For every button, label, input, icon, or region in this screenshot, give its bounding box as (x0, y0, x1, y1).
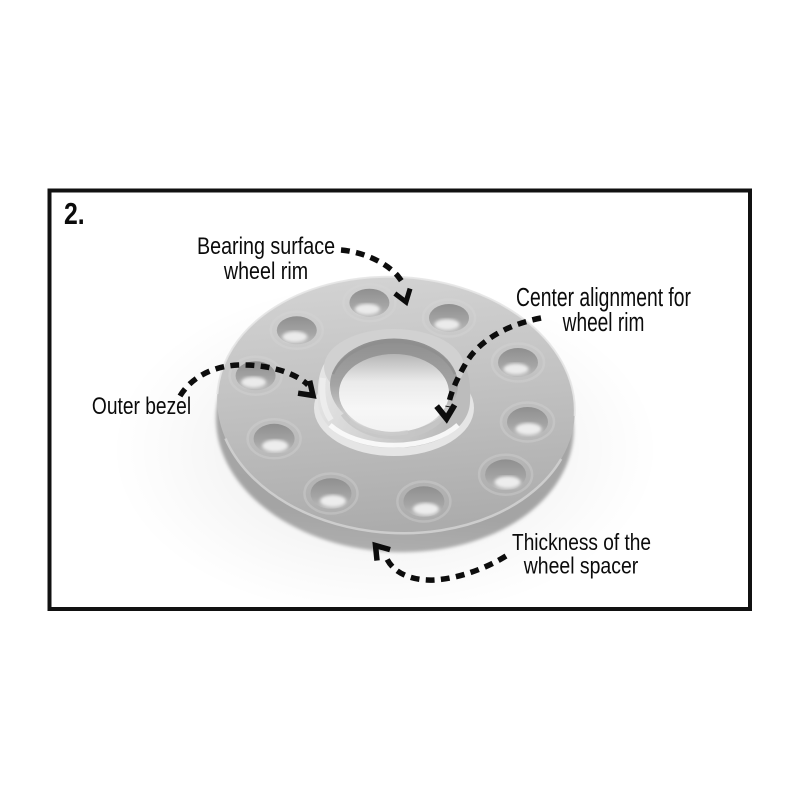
svg-text:2.: 2. (64, 196, 85, 230)
svg-text:wheel rim: wheel rim (223, 257, 308, 284)
svg-text:Outer bezel: Outer bezel (92, 392, 191, 420)
svg-text:Thickness of the: Thickness of the (512, 530, 651, 555)
svg-text:wheel spacer: wheel spacer (523, 553, 638, 579)
svg-text:Center alignment for: Center alignment for (516, 282, 691, 312)
svg-text:Bearing surface: Bearing surface (197, 232, 335, 259)
svg-text:wheel rim: wheel rim (562, 307, 645, 337)
